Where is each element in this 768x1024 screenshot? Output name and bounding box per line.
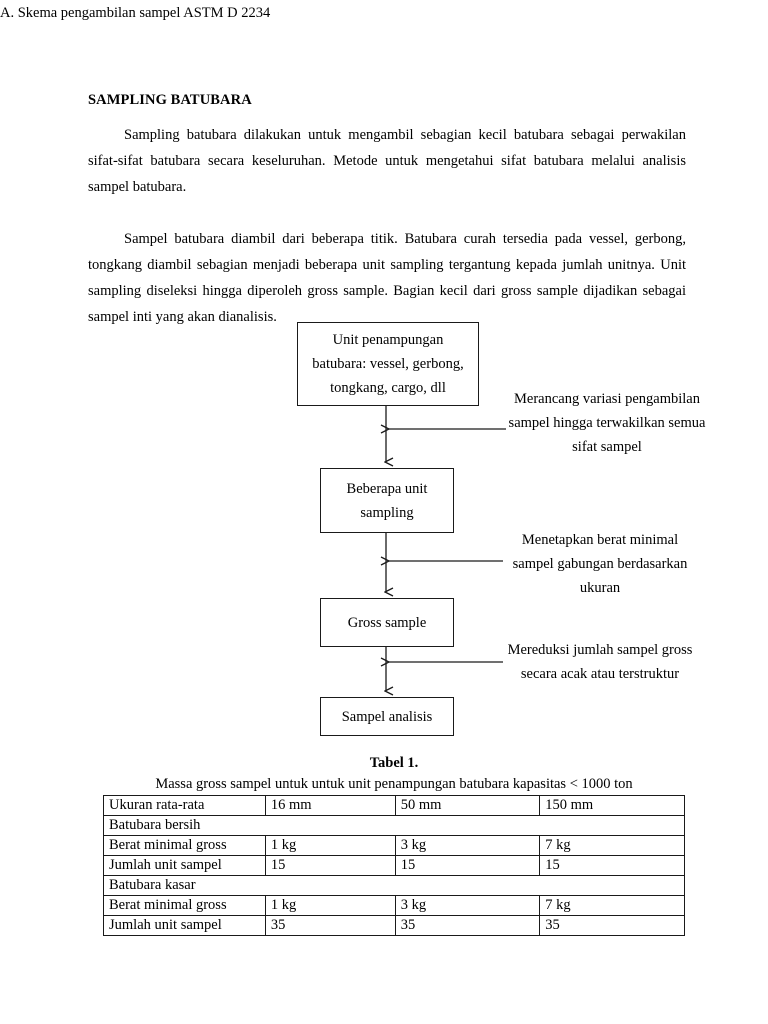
table-cell: 7 kg xyxy=(539,895,685,916)
table-row: Berat minimal gross 1 kg 3 kg 7 kg xyxy=(103,895,685,916)
table-cell: Berat minimal gross xyxy=(103,835,266,856)
table-row-group: Batubara bersih xyxy=(103,815,685,836)
table-cell: 3 kg xyxy=(394,895,541,916)
page-title: SAMPLING BATUBARA xyxy=(88,92,252,108)
table-cell: 35 xyxy=(264,915,396,936)
flow-annotation-reduksi: Mereduksi jumlah sampel gross secara aca… xyxy=(507,642,693,682)
section-heading-a: A. Skema pengambilan sampel ASTM D 2234 xyxy=(0,5,271,21)
table-row: Jumlah unit sampel 35 35 35 xyxy=(103,915,685,936)
table-row: Berat minimal gross 1 kg 3 kg 7 kg xyxy=(103,835,685,856)
table-cell-group-label: Batubara bersih xyxy=(103,815,685,836)
table-caption-text: Massa gross sampel untuk untuk unit pena… xyxy=(155,776,633,792)
table-cell: 35 xyxy=(394,915,541,936)
paragraph-sampling-method: Sampel batubara diambil dari beberapa ti… xyxy=(88,231,686,325)
table-cell: 15 xyxy=(539,855,685,876)
flow-annotation-berat-minimal: Menetapkan berat minimal sampel gabungan… xyxy=(512,532,688,596)
flow-node-sampel-analisis: Sampel analisis xyxy=(320,697,454,736)
table-cell: Ukuran rata-rata xyxy=(103,795,266,816)
table-cell: 15 xyxy=(394,855,541,876)
table-cell: Berat minimal gross xyxy=(103,895,266,916)
table-cell: 150 mm xyxy=(539,795,685,816)
paragraph-intro: Sampling batubara dilakukan untuk mengam… xyxy=(88,127,686,195)
table-row: Jumlah unit sampel 15 15 15 xyxy=(103,855,685,876)
table-cell: 1 kg xyxy=(264,895,396,916)
table-cell-group-label: Batubara kasar xyxy=(103,875,685,896)
table-caption-number: Tabel 1. xyxy=(369,755,419,771)
table-row-group: Batubara kasar xyxy=(103,875,685,896)
table-row: Ukuran rata-rata 16 mm 50 mm 150 mm xyxy=(103,795,685,816)
flow-node-gross-sample: Gross sample xyxy=(320,598,454,647)
table-cell: 3 kg xyxy=(394,835,541,856)
table-cell: Jumlah unit sampel xyxy=(103,855,266,876)
table-cell: 16 mm xyxy=(264,795,396,816)
table-cell: 50 mm xyxy=(394,795,541,816)
table-cell: 15 xyxy=(264,855,396,876)
table-cell: 1 kg xyxy=(264,835,396,856)
flow-annotation-variasi: Merancang variasi pengambilan sampel hin… xyxy=(508,391,706,455)
gross-sample-mass-table: Ukuran rata-rata 16 mm 50 mm 150 mm Batu… xyxy=(103,795,685,936)
flow-node-beberapa-unit-sampling: Beberapa unit sampling xyxy=(320,468,454,533)
table-cell: Jumlah unit sampel xyxy=(103,915,266,936)
table-cell: 7 kg xyxy=(539,835,685,856)
flow-node-unit-penampungan: Unit penampungan batubara: vessel, gerbo… xyxy=(297,322,479,406)
table-cell: 35 xyxy=(539,915,685,936)
